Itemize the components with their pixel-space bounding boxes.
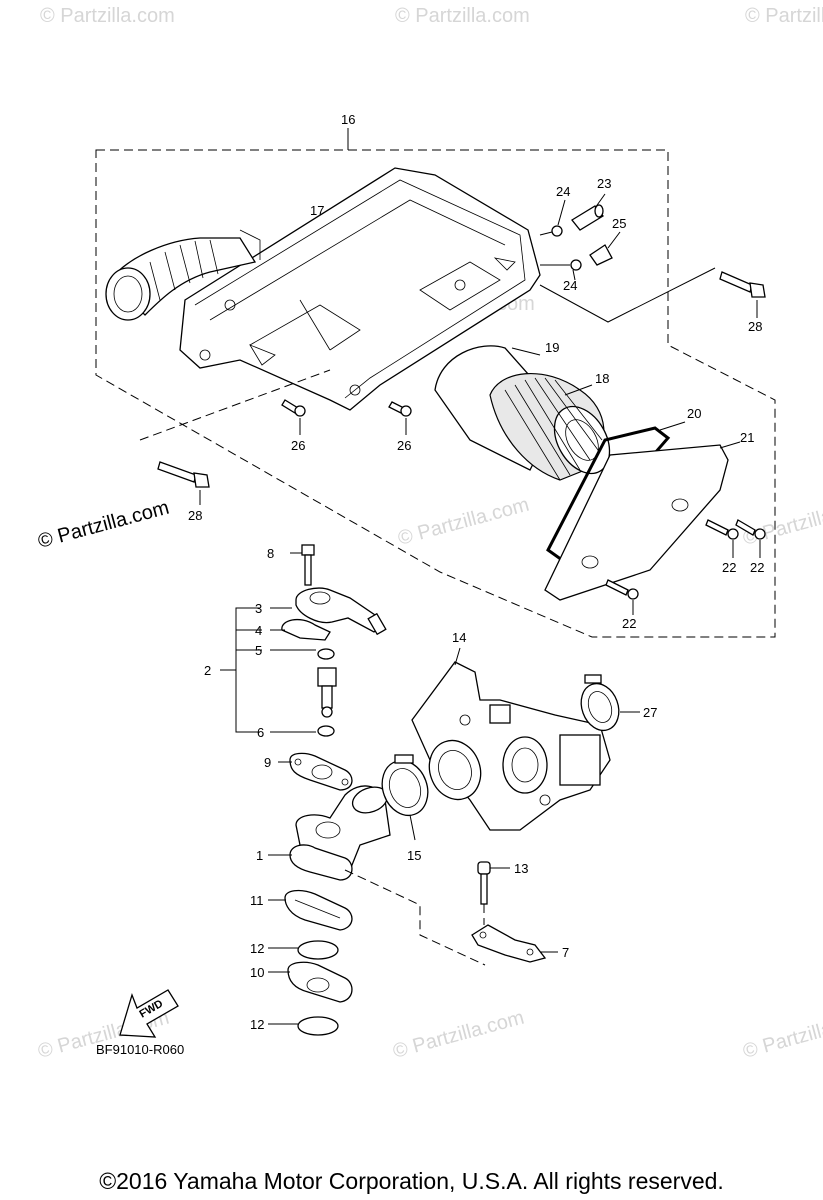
callout-19: 19 <box>545 340 559 355</box>
callout-12b: 12 <box>250 1017 264 1032</box>
o-ring-6 <box>317 725 335 737</box>
leader-28a <box>539 267 716 323</box>
callout-18: 18 <box>595 371 609 386</box>
callout-10: 10 <box>250 965 264 980</box>
leader <box>409 814 416 841</box>
callout-24: 24 <box>556 184 570 199</box>
watermarks: © Partzilla.com © Partzilla.com © Partzi… <box>36 5 823 1063</box>
leader <box>607 231 621 249</box>
guide-line <box>139 369 331 441</box>
callout-1: 1 <box>256 848 263 863</box>
guide-line <box>344 869 486 966</box>
throttle-body-14 <box>411 661 611 831</box>
plate-10 <box>287 961 353 1003</box>
o-ring-12 <box>297 940 339 1036</box>
intake-snorkel <box>105 237 257 321</box>
clamp-27 <box>580 674 620 732</box>
watermark: © Partzilla.com <box>391 1007 527 1063</box>
callout-24b: 24 <box>563 278 577 293</box>
callout-28b: 28 <box>188 508 202 523</box>
watermark: © Partzilla.com <box>396 494 532 550</box>
gasket-11 <box>284 889 353 931</box>
screw-8 <box>301 544 315 586</box>
watermark: © Partzilla.com <box>40 5 175 27</box>
callout-28: 28 <box>748 319 762 334</box>
leader <box>594 193 606 209</box>
callout-5: 5 <box>255 643 262 658</box>
leader <box>572 269 576 281</box>
intake-joint-1 <box>289 785 391 881</box>
bracket-7 <box>471 924 547 963</box>
joint-3 <box>295 587 387 636</box>
cover-21 <box>544 444 729 601</box>
leader <box>659 421 686 431</box>
leader <box>719 441 741 449</box>
callout-15: 15 <box>407 848 421 863</box>
watermark: © Partzilla.com <box>741 1007 823 1063</box>
callout-11: 11 <box>250 893 264 908</box>
callout-21: 21 <box>740 430 754 445</box>
leader <box>454 647 461 666</box>
clamp-4 <box>281 618 331 641</box>
copyright-notice: ©2016 Yamaha Motor Corporation, U.S.A. A… <box>99 1168 724 1194</box>
callout-22c: 22 <box>622 616 636 631</box>
watermark: © Partzilla.com <box>741 494 823 550</box>
leader <box>564 384 593 396</box>
o-ring-5 <box>317 648 335 660</box>
leader <box>511 347 541 356</box>
callout-3: 3 <box>255 601 262 616</box>
plate-9 <box>289 752 353 791</box>
callout-26: 26 <box>291 438 305 453</box>
bolt-28 <box>719 271 766 298</box>
callout-4: 4 <box>255 623 262 638</box>
callout-13: 13 <box>514 861 528 876</box>
callout-16: 16 <box>341 112 355 127</box>
callout-12: 12 <box>250 941 264 956</box>
callout-6: 6 <box>257 725 264 740</box>
cap-25 <box>589 244 613 266</box>
main-watermark: © Partzilla.com <box>36 497 172 553</box>
callout-17: 17 <box>310 203 324 218</box>
callout-2: 2 <box>204 663 211 678</box>
sensor-injector <box>317 667 337 718</box>
callout-7: 7 <box>562 945 569 960</box>
bolt-13 <box>477 861 491 905</box>
bolt-28-left <box>157 461 210 488</box>
fwd-arrow-icon: FWD <box>119 989 179 1038</box>
clamp-15 <box>381 754 429 817</box>
callout-22b: 22 <box>750 560 764 575</box>
callout-20: 20 <box>687 406 701 421</box>
callout-27: 27 <box>643 705 657 720</box>
callout-9: 9 <box>264 755 271 770</box>
leader <box>539 231 553 236</box>
callout-26b: 26 <box>397 438 411 453</box>
plug-23 <box>571 204 604 231</box>
callout-25: 25 <box>612 216 626 231</box>
clip-24 <box>551 225 582 271</box>
watermark: © Partzilla.com <box>395 5 530 27</box>
screw-26 <box>281 399 412 417</box>
callout-14: 14 <box>452 630 466 645</box>
assembly-16-boundary <box>95 149 776 638</box>
callout-22: 22 <box>722 560 736 575</box>
callout-labels: 16 17 24 23 25 24 28 19 18 20 21 26 26 2… <box>188 112 764 1032</box>
air-filter-case <box>179 167 541 411</box>
watermark: © Partzilla.com <box>745 5 823 27</box>
callout-8: 8 <box>267 546 274 561</box>
diagram-code: BF91010-R060 <box>96 1042 184 1057</box>
leader <box>557 199 566 226</box>
callout-23: 23 <box>597 176 611 191</box>
screw-22 <box>605 519 766 600</box>
